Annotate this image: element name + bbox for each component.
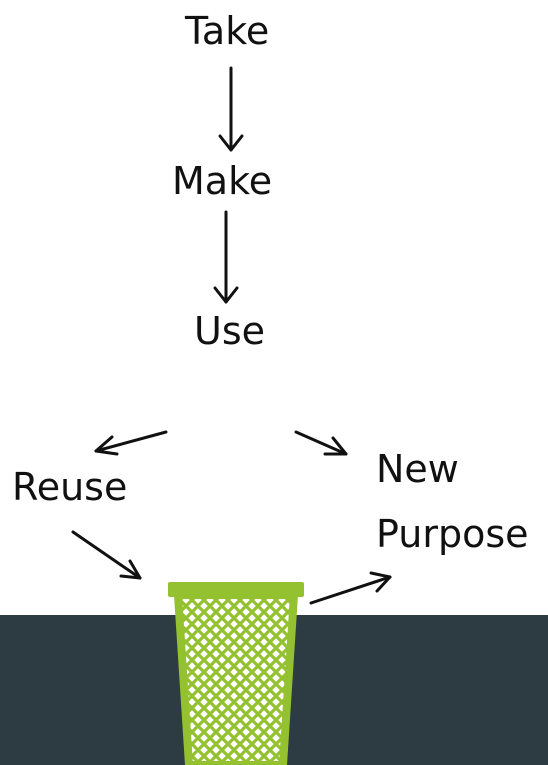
step-reuse-label: Reuse [12,465,128,509]
arrow-take-to-make [218,66,244,152]
arrow-use-to-reuse [94,430,168,456]
step-use-label: Use [194,309,265,353]
arrow-bin-to-new-purpose [309,571,392,605]
step-new-purpose-label-line1: New [376,447,459,491]
arrow-reuse-to-bin [71,530,142,580]
step-take-label: Take [185,9,270,53]
arrow-make-to-use [213,210,239,304]
arrow-use-to-new-purpose [294,430,348,456]
step-new-purpose-label-line2: Purpose [376,512,529,556]
step-make-label: Make [172,159,273,203]
wastebasket-icon [168,582,304,765]
